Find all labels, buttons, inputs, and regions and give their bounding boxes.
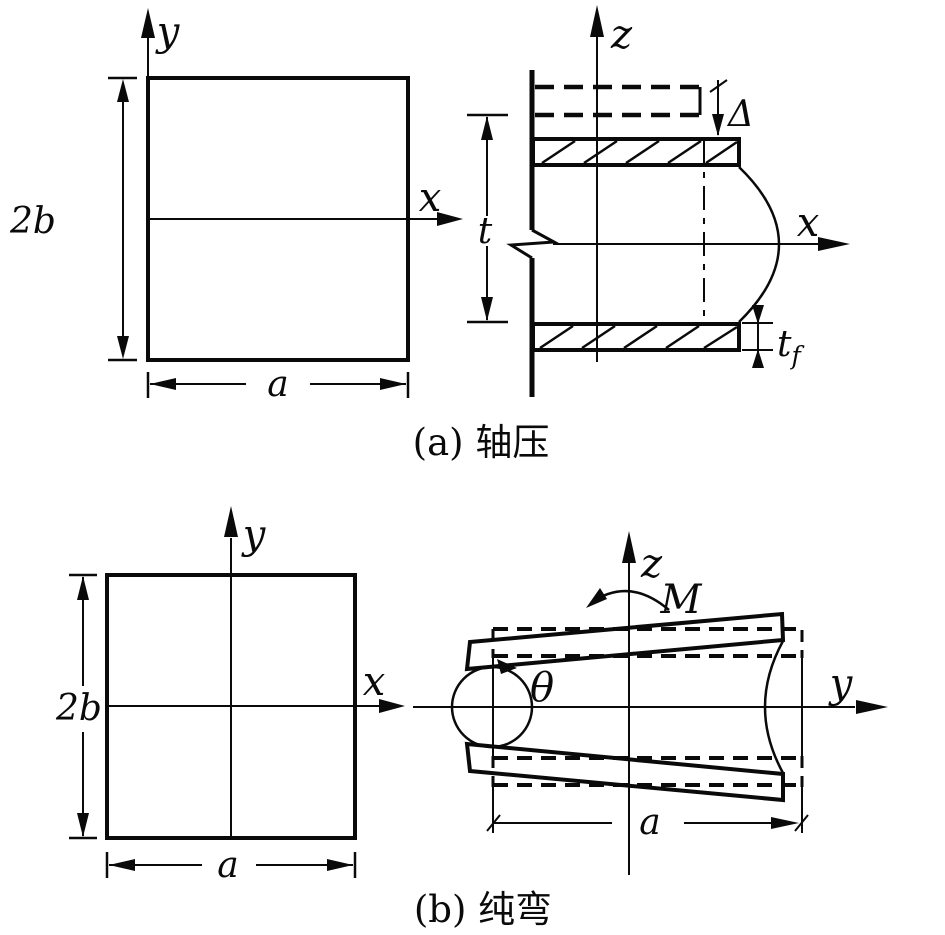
dim-arrowhead-icon bbox=[117, 336, 129, 359]
x-axis-arrowhead-icon bbox=[379, 699, 405, 713]
panel-b-section-view: z y M θ a bbox=[413, 531, 888, 875]
bottom-flange bbox=[531, 322, 741, 352]
y-axis-label: y bbox=[828, 661, 854, 707]
dim-arrowhead-icon bbox=[481, 116, 493, 140]
dim-label-t: t bbox=[478, 211, 493, 252]
x-axis-arrowhead-icon bbox=[818, 237, 850, 251]
top-flange bbox=[531, 137, 741, 167]
caption-panel-a: (a) 轴压 bbox=[413, 421, 550, 464]
y-axis-label: y bbox=[241, 512, 267, 558]
moment-arrowhead-icon bbox=[586, 588, 607, 608]
dim-label-a: a bbox=[639, 802, 660, 843]
moment-label: M bbox=[660, 577, 703, 623]
right-edge-curve bbox=[763, 640, 785, 774]
dim-slash-tick bbox=[794, 814, 809, 832]
dim-arrowhead-icon bbox=[752, 305, 764, 324]
dim-label-tf: tf bbox=[777, 324, 804, 370]
dim-arrowhead-icon bbox=[712, 114, 724, 136]
hatch-line bbox=[703, 325, 738, 350]
dim-arrowhead-icon bbox=[771, 817, 799, 829]
dim-label-2b: 2b bbox=[55, 688, 102, 729]
dim-slash-tick bbox=[709, 79, 728, 93]
dim-arrowhead-icon bbox=[77, 576, 89, 600]
z-axis-arrowhead-icon bbox=[590, 5, 604, 37]
dim-arrowhead-icon bbox=[327, 859, 353, 871]
rotation-circle bbox=[450, 665, 534, 749]
dim-arrowhead-icon bbox=[109, 859, 135, 871]
rotated-bottom-plate bbox=[464, 741, 785, 803]
hatch-line bbox=[541, 139, 576, 165]
y-axis-arrowhead-icon bbox=[856, 700, 888, 714]
dim-label-2b: 2b bbox=[9, 201, 56, 242]
hatch-line bbox=[667, 139, 702, 165]
panel-a-section-view: z Δ x t bbox=[467, 5, 850, 397]
x-axis-label: x bbox=[419, 175, 442, 221]
y-axis-arrowhead-icon bbox=[224, 506, 238, 537]
hatch-line bbox=[705, 140, 738, 165]
dim-arrowhead-icon bbox=[481, 297, 493, 321]
dim-label-a: a bbox=[267, 364, 288, 405]
rotation-label: θ bbox=[530, 665, 554, 711]
hatch-line bbox=[623, 324, 658, 350]
x-axis-label: x bbox=[797, 200, 820, 246]
z-axis-label: z bbox=[640, 541, 663, 587]
x-axis-arrowhead-icon bbox=[437, 212, 463, 226]
hatch-line bbox=[583, 139, 618, 165]
dim-label-delta: Δ bbox=[726, 94, 754, 135]
dim-arrowhead-icon bbox=[752, 349, 764, 368]
dim-arrowhead-icon bbox=[77, 813, 89, 837]
dim-arrowhead-icon bbox=[380, 378, 406, 390]
x-axis-label: x bbox=[363, 659, 386, 705]
rotated-top-plate bbox=[464, 611, 786, 672]
hatch-line bbox=[665, 324, 700, 350]
dim-label-a: a bbox=[217, 845, 238, 886]
dim-arrowhead-icon bbox=[150, 378, 176, 390]
hatch-line bbox=[581, 324, 616, 350]
dim-arrowhead-icon bbox=[117, 79, 129, 102]
hatch-line bbox=[539, 324, 574, 350]
y-axis-arrowhead-icon bbox=[141, 8, 155, 38]
panel-b-plan-view: y x 2b a bbox=[55, 506, 405, 886]
z-axis-arrowhead-icon bbox=[622, 531, 636, 563]
panel-a-plan-view: x y 2b a bbox=[9, 8, 463, 405]
y-axis-label: y bbox=[155, 9, 181, 55]
caption-panel-b: (b) 纯弯 bbox=[414, 888, 552, 931]
rotation-arrowhead-icon bbox=[497, 659, 517, 674]
hatch-line bbox=[625, 139, 660, 165]
break-symbol bbox=[506, 228, 560, 260]
z-axis-label: z bbox=[610, 12, 633, 58]
